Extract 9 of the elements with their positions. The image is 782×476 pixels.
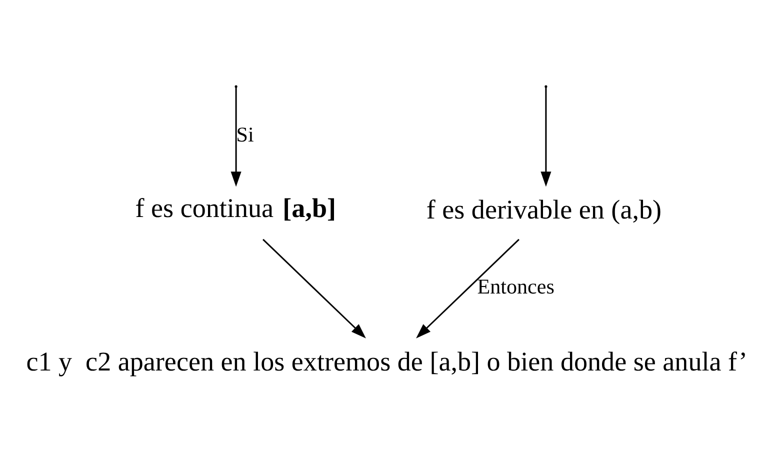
node-text: f es continua [a,b] (135, 192, 336, 223)
edge-label: Si (236, 122, 254, 146)
arrow (416, 238, 520, 338)
node-text: f es derivable en (a,b) (426, 194, 662, 224)
node-text: c1 y c2 aparecen en los extremos de [a,b] o bien donde se anula f’ (26, 346, 748, 376)
arrow (540, 86, 552, 186)
arrow (230, 86, 242, 186)
edge-label: Entonces (477, 274, 554, 298)
arrow (262, 238, 366, 338)
